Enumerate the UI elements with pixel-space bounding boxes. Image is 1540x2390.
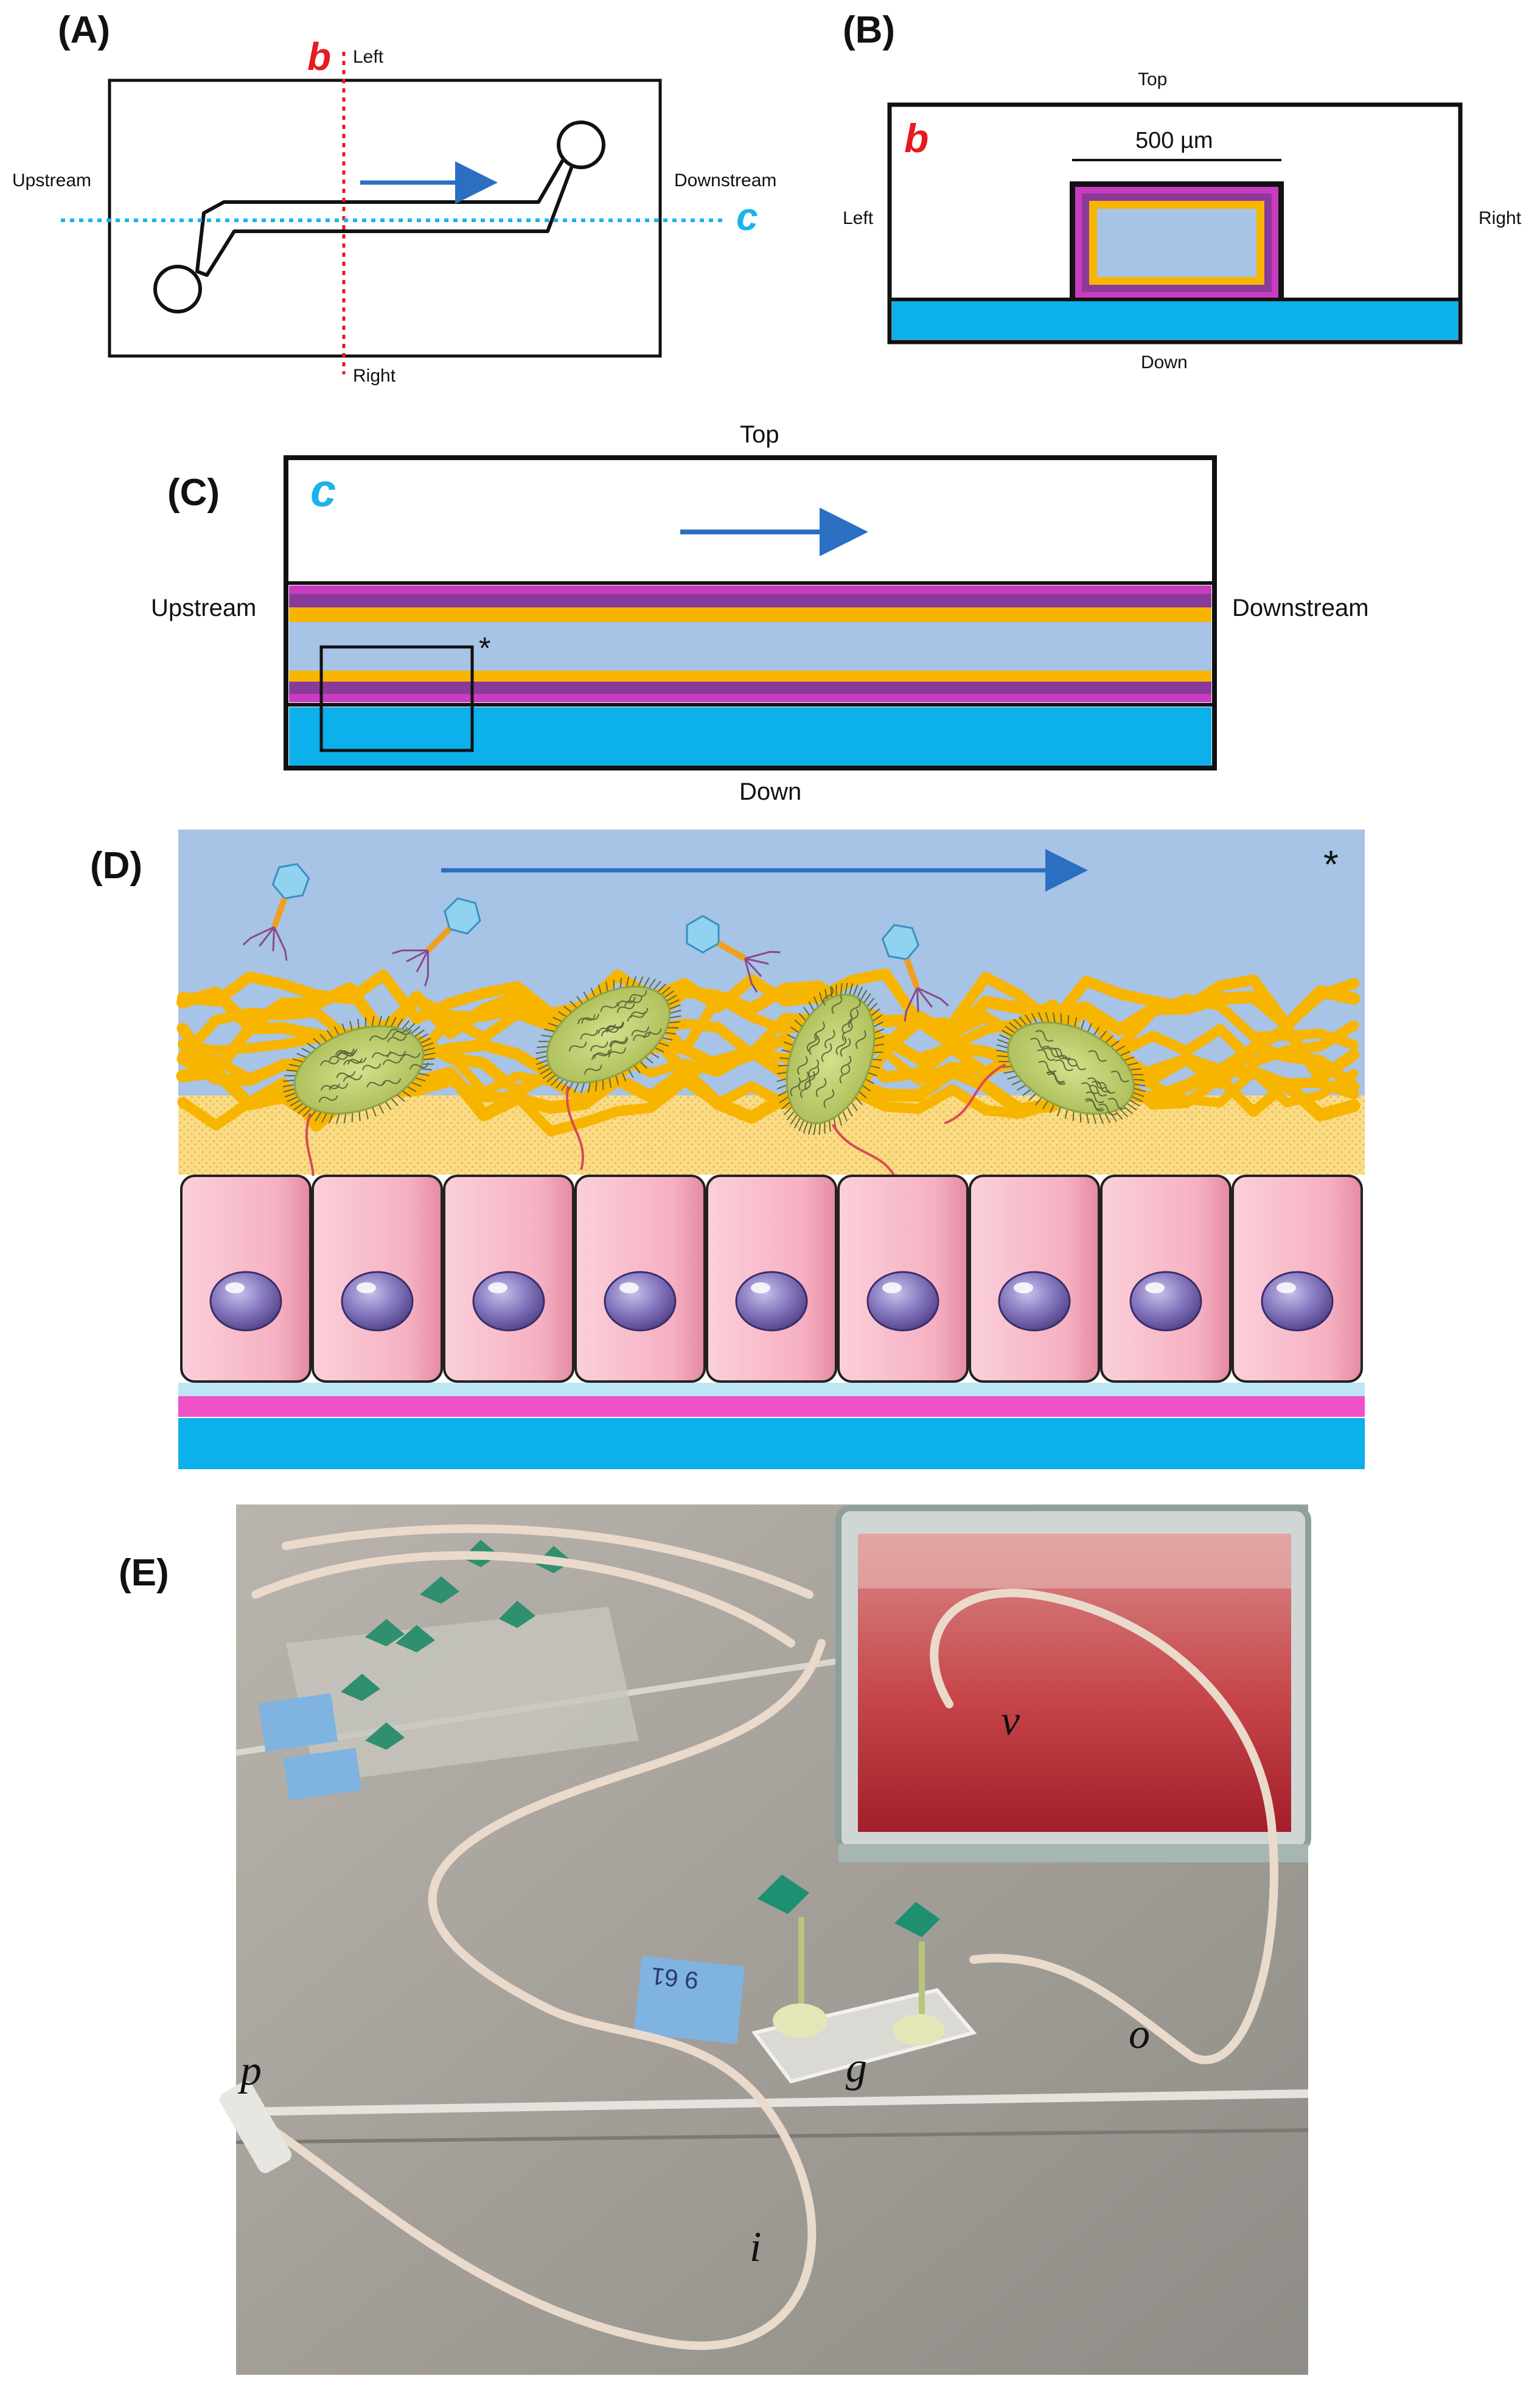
tag-g: g xyxy=(846,2044,867,2091)
lumen xyxy=(1097,209,1256,277)
epithelial-cell xyxy=(1100,1175,1232,1383)
nucleus-icon xyxy=(472,1271,545,1332)
label-upstream: Upstream xyxy=(12,170,91,190)
tag-i: i xyxy=(750,2224,761,2271)
membrane-top xyxy=(289,585,1211,594)
bacterium-icon xyxy=(944,1012,1146,1125)
bacteriophage-icon xyxy=(242,863,310,961)
nucleus-icon xyxy=(735,1271,808,1332)
tag-v: v xyxy=(1001,1697,1020,1744)
tag-p: p xyxy=(237,2047,262,2094)
label-top: Top xyxy=(740,421,779,448)
gut-chip: 9 61 xyxy=(633,1875,977,2084)
epithelial-layer xyxy=(180,1175,1363,1383)
bacteria-group xyxy=(282,976,1146,1199)
basement-layer xyxy=(178,1383,1365,1396)
bacteriophage-icon xyxy=(392,897,481,987)
panel-e: (E) xyxy=(119,1504,1311,2375)
panel-d-label: (D) xyxy=(90,845,142,887)
nucleus-icon xyxy=(341,1271,414,1332)
label-right: Right xyxy=(353,366,396,386)
panel-d: (D) * xyxy=(90,830,1365,1469)
chip-array xyxy=(259,1540,639,1801)
section-b-tag: b xyxy=(904,116,929,161)
epithelial-cell xyxy=(969,1175,1100,1383)
chip-note: 9 61 xyxy=(650,1962,700,1994)
zoom-marker: * xyxy=(479,631,490,665)
substrate-layer xyxy=(289,707,1211,766)
membrane-layer xyxy=(178,1396,1365,1417)
panel-b-label: (B) xyxy=(843,9,895,51)
zoom-marker: * xyxy=(1323,842,1339,886)
epithelial-cell xyxy=(312,1175,443,1383)
section-b-tag: b xyxy=(307,35,331,79)
label-downstream: Downstream xyxy=(674,170,776,190)
label-top: Top xyxy=(1138,69,1167,89)
bacteriophage-icon xyxy=(686,915,781,993)
label-upstream: Upstream xyxy=(151,595,256,621)
panel-e-label: (E) xyxy=(119,1552,169,1594)
bacterium-icon xyxy=(776,982,898,1181)
epithelial-cell xyxy=(180,1175,312,1383)
chip-tag xyxy=(633,1955,745,2044)
epithelial-cell xyxy=(837,1175,969,1383)
nucleus-icon xyxy=(209,1271,282,1332)
nucleus-icon xyxy=(1261,1271,1334,1332)
section-c-tag: c xyxy=(736,195,758,239)
panel-c: (C) Top * c Upstream Downstream Down xyxy=(151,421,1369,805)
inlet-port xyxy=(153,265,202,313)
label-left: Left xyxy=(353,47,384,67)
nucleus-icon xyxy=(866,1271,939,1332)
phage-group xyxy=(242,863,949,1022)
medium-vessel xyxy=(835,1505,1311,1862)
epithelial-cell xyxy=(574,1175,706,1383)
epithelial-cell xyxy=(1232,1175,1363,1383)
bacterium-icon xyxy=(282,1016,436,1199)
substrate-layer xyxy=(892,301,1458,340)
pump-connector xyxy=(219,2081,292,2173)
scale-label: 500 µm xyxy=(1135,128,1213,153)
outlet-port xyxy=(557,121,605,169)
epithelial-cell xyxy=(443,1175,574,1383)
label-left: Left xyxy=(843,208,874,228)
mucus-bottom xyxy=(289,671,1211,682)
epithelial-cell xyxy=(706,1175,837,1383)
label-right: Right xyxy=(1479,208,1522,228)
panel-b: (B) Top 500 µm b Left Right Down xyxy=(843,9,1522,372)
label-down: Down xyxy=(1141,352,1188,372)
substrate-layer xyxy=(178,1418,1365,1469)
bacterium-icon xyxy=(535,976,681,1170)
label-downstream: Downstream xyxy=(1232,595,1369,621)
zoom-box xyxy=(319,645,474,752)
membrane-bottom xyxy=(289,694,1211,702)
nucleus-icon xyxy=(998,1271,1071,1332)
panel-a-label: (A) xyxy=(58,9,110,51)
nucleus-icon xyxy=(604,1271,677,1332)
mucus-top xyxy=(289,607,1211,622)
panel-c-label: (C) xyxy=(167,472,220,514)
nucleus-icon xyxy=(1129,1271,1202,1332)
label-down: Down xyxy=(739,778,801,805)
section-c-tag: c xyxy=(310,465,336,517)
chip-outline xyxy=(108,79,662,358)
tag-o: o xyxy=(1129,2011,1150,2058)
panel-a: (A) b c Left Right Upstream Downstream xyxy=(12,9,776,386)
microchannel xyxy=(195,146,585,277)
tubing xyxy=(251,1524,1278,2350)
bacteriophage-icon xyxy=(881,924,949,1022)
